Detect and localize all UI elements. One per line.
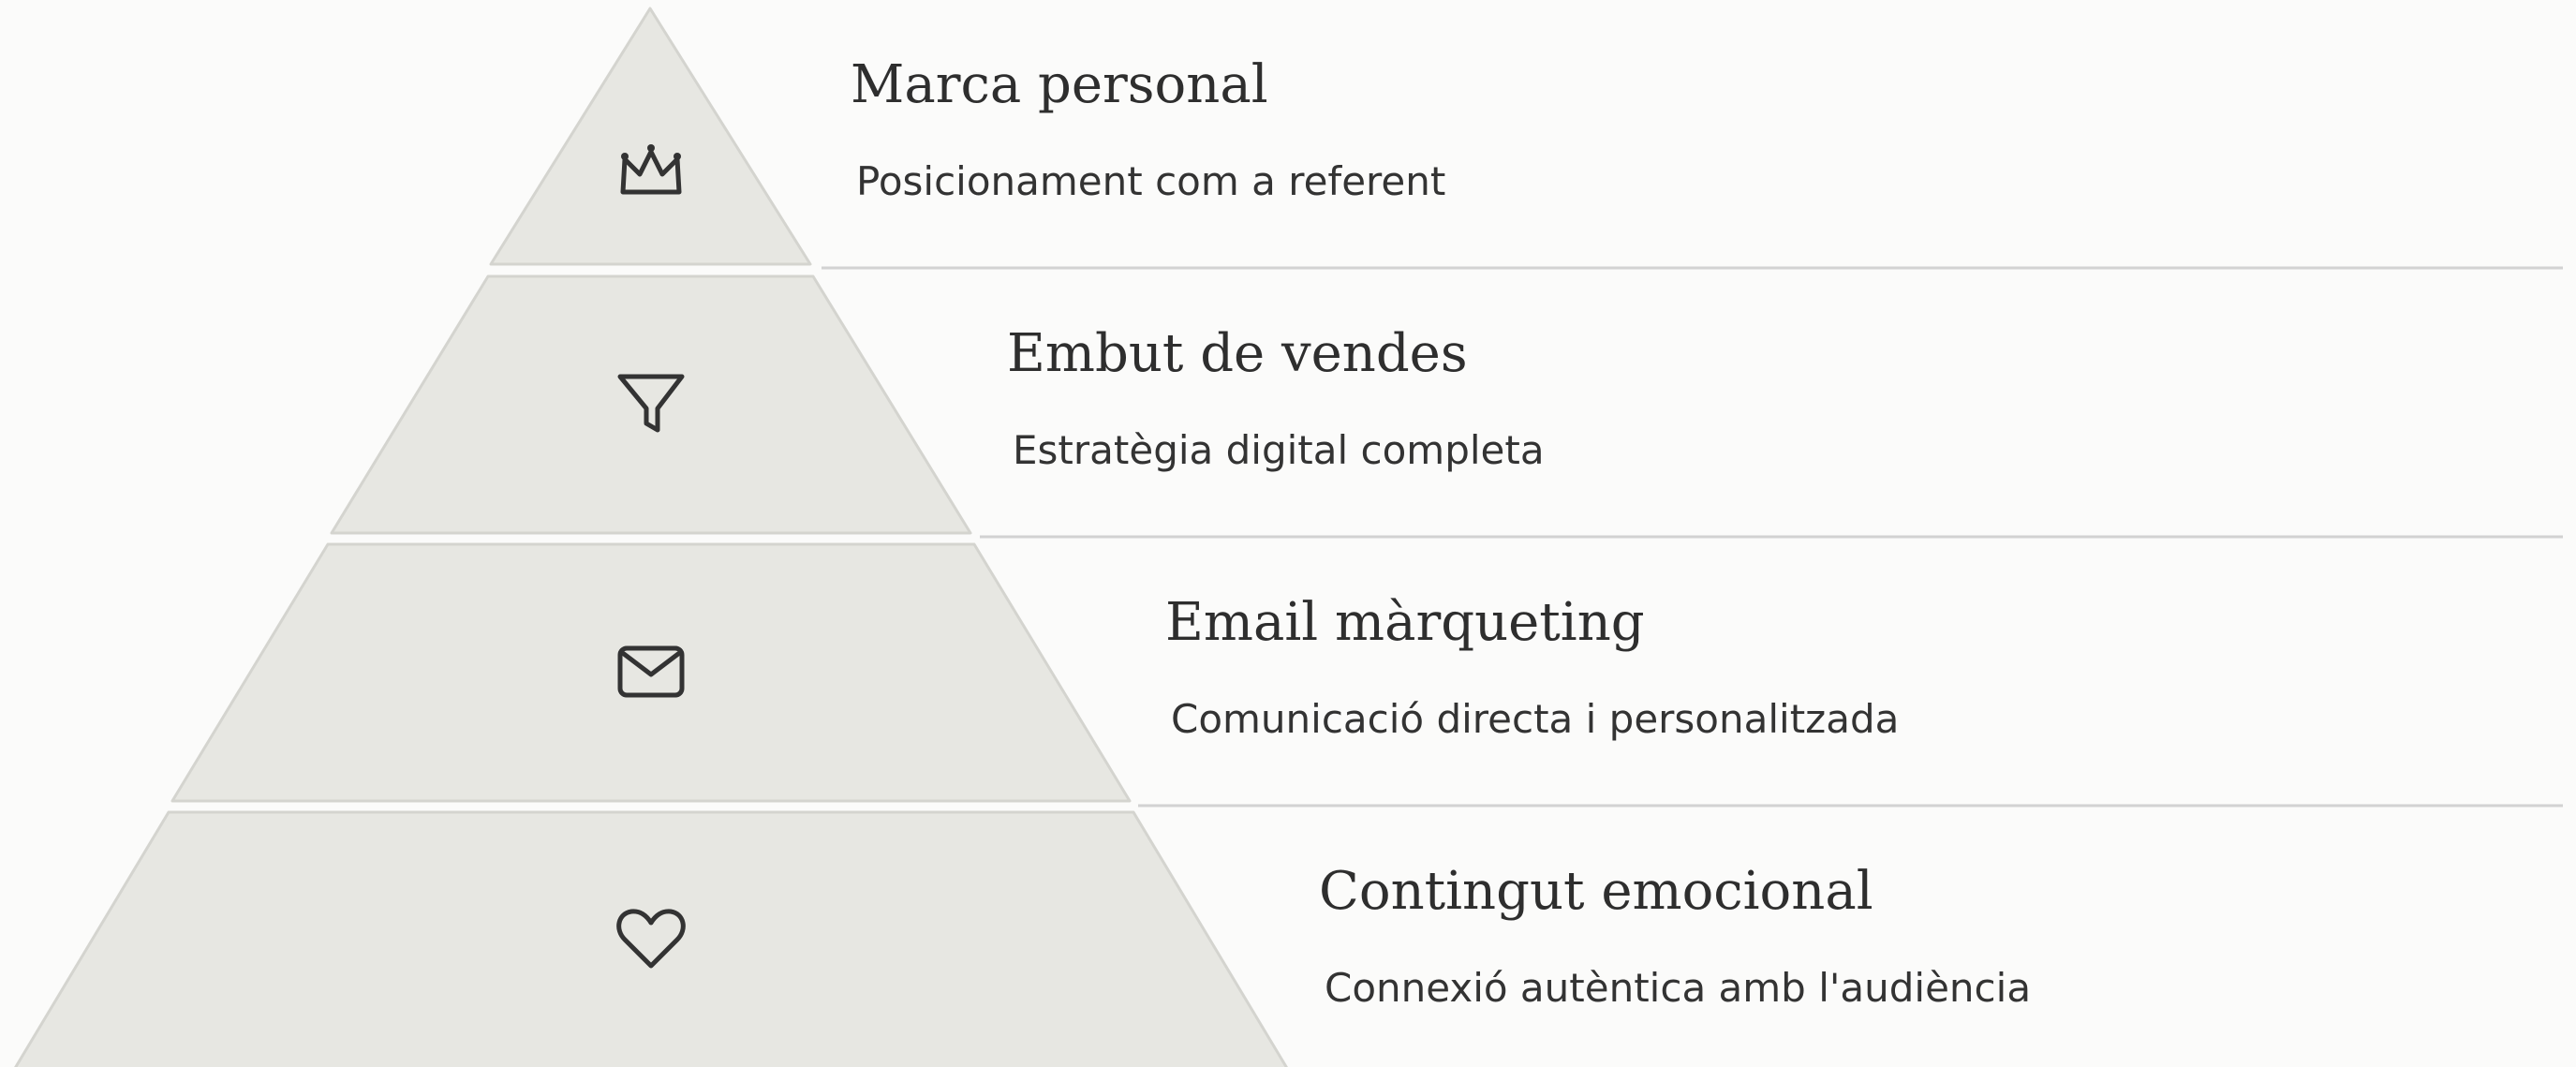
pyramid-tier-embut-de-vendes	[330, 274, 972, 535]
heart-icon	[616, 909, 686, 969]
tier-title: Email màrqueting	[1165, 592, 1645, 653]
envelope-icon	[617, 645, 685, 698]
tier-description: Connexió autèntica amb l'audiència	[1325, 965, 2032, 1011]
tier-description: Comunicació directa i personalitzada	[1171, 696, 1900, 742]
tier-text-contingut-emocional: Contingut emocional Connexió autèntica a…	[1319, 866, 2031, 1008]
tier-title: Marca personal	[851, 54, 1268, 115]
tier-text-embut-de-vendes: Embut de vendes Estratègia digital compl…	[1007, 328, 1545, 470]
tier-description: Estratègia digital completa	[1013, 427, 1545, 473]
funnel-icon	[617, 374, 685, 433]
tier-title: Contingut emocional	[1319, 861, 1873, 922]
tier-description: Posicionament com a referent	[856, 158, 1446, 204]
tier-text-email-marqueting: Email màrqueting Comunicació directa i p…	[1165, 597, 1899, 739]
pyramid-tier-contingut-emocional	[14, 810, 1288, 1067]
tier-text-marca-personal: Marca personal Posicionament com a refer…	[851, 59, 1445, 201]
pyramid-tier-marca-personal	[489, 7, 812, 266]
tier-title: Embut de vendes	[1007, 323, 1468, 384]
crown-icon	[620, 144, 682, 195]
